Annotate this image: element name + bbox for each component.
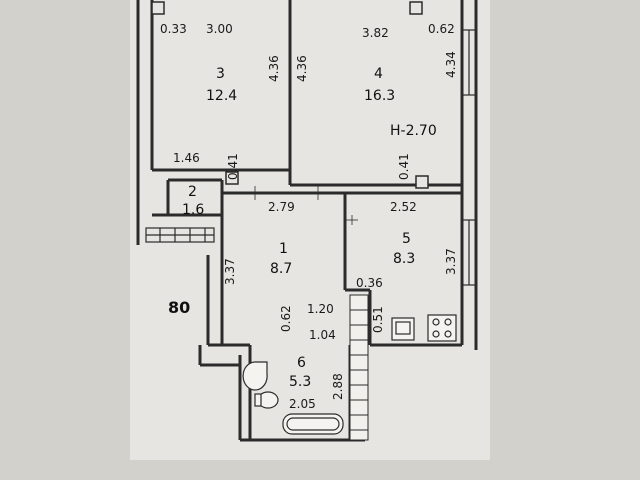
dim-r5-top: 2.52 xyxy=(390,200,417,214)
side-label: 80 xyxy=(168,298,190,317)
sink-icon xyxy=(391,317,415,341)
dim-r3-top: 3.00 xyxy=(206,22,233,36)
room-1-number: 1 xyxy=(279,241,288,257)
bathroom-fixtures xyxy=(242,361,344,435)
room-5-area: 8.3 xyxy=(393,251,415,267)
dim-corridor-bottom: 1.04 xyxy=(309,328,336,342)
columns xyxy=(151,1,429,189)
dimension-lines xyxy=(222,186,358,225)
kitchen-fixtures xyxy=(391,314,457,342)
room-3-area: 12.4 xyxy=(206,88,237,104)
dim-r1-top: 2.79 xyxy=(268,200,295,214)
room-4-number: 4 xyxy=(374,66,383,82)
dim-corridor-left: 0.62 xyxy=(279,305,293,332)
stove-icon xyxy=(427,314,457,342)
room-3-number: 3 xyxy=(216,66,225,82)
plan-sheet xyxy=(130,0,490,460)
room-5-number: 5 xyxy=(402,231,411,247)
ceiling-height: H-2.70 xyxy=(390,123,437,139)
room-1-area: 8.7 xyxy=(270,261,292,277)
dim-r3-top-left: 0.33 xyxy=(160,22,187,36)
room-6-area: 5.3 xyxy=(289,374,311,390)
dim-bath-right: 2.88 xyxy=(331,373,345,400)
windows xyxy=(145,29,477,286)
room-2-area: 1.6 xyxy=(182,202,204,218)
radiator xyxy=(349,294,369,441)
dim-r3-bottom: 1.46 xyxy=(173,151,200,165)
washbasin-icon xyxy=(242,361,268,391)
dim-bath-bottom: 2.05 xyxy=(289,397,316,411)
dim-r5-vert: 0.51 xyxy=(371,306,385,333)
dim-r3-bottom-small: 0.41 xyxy=(226,153,240,180)
dim-r5-inner: 0.36 xyxy=(356,276,383,290)
dim-r4-top: 3.82 xyxy=(362,26,389,40)
room-6-number: 6 xyxy=(297,355,306,371)
dim-r5-right: 3.37 xyxy=(444,248,458,275)
room-2-number: 2 xyxy=(188,184,197,200)
dim-r4-top-right: 0.62 xyxy=(428,22,455,36)
dim-r1-left: 3.37 xyxy=(223,258,237,285)
dim-r3-right: 4.36 xyxy=(267,55,281,82)
bathtub-icon xyxy=(282,413,344,435)
dim-r4-bottom-small: 0.41 xyxy=(397,153,411,180)
room-4-area: 16.3 xyxy=(364,88,395,104)
dim-r4-left: 4.36 xyxy=(295,55,309,82)
dim-r4-right: 4.34 xyxy=(444,51,458,78)
dim-corridor-top: 1.20 xyxy=(307,302,334,316)
